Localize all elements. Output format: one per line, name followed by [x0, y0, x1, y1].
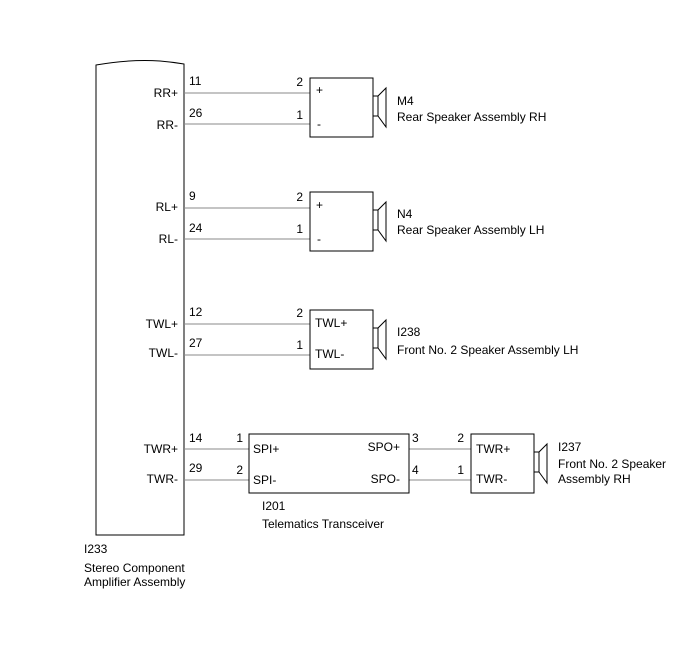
amplifier-pins: RR+ 11 RR- 26 RL+ 9 RL- 24 TWL+ 12 TWL- …	[144, 74, 203, 486]
transceiver-in-bottom-number: 2	[236, 463, 243, 477]
transceiver-out-bottom-label: SPO-	[371, 472, 400, 486]
speaker-i238-magnet	[372, 327, 379, 349]
transceiver-out-top-label: SPO+	[368, 440, 400, 454]
transceiver-out-bottom-number: 4	[412, 463, 419, 477]
speaker-i238: 2 TWL+ 1 TWL- I238 Front No. 2 Speaker A…	[296, 306, 578, 370]
speaker-m4-cone-icon	[377, 86, 387, 129]
speaker-m4: 2 + 1 - M4 Rear Speaker Assembly RH	[296, 75, 546, 138]
transceiver-in-top-number: 1	[236, 431, 243, 445]
amp-pin-label-rl-plus: RL+	[156, 200, 178, 214]
speaker-i238-connector	[309, 309, 374, 370]
speaker-n4: 2 + 1 - N4 Rear Speaker Assembly LH	[296, 190, 544, 252]
speaker-i237-code: I237	[558, 440, 582, 454]
transceiver-in-bottom-label: SPI-	[253, 473, 276, 487]
transceiver-name: Telematics Transceiver	[262, 517, 384, 531]
speaker-m4-pin-bottom-label: -	[317, 117, 321, 131]
amp-pin-number-rr-plus: 11	[189, 74, 202, 88]
speaker-m4-pin-top-number: 2	[296, 75, 303, 89]
speaker-i238-pin-top-number: 2	[296, 306, 303, 320]
amplifier-body	[95, 60, 185, 536]
speaker-i237-name-line2: Assembly RH	[558, 472, 631, 486]
speaker-i237-connector	[470, 433, 535, 494]
amp-pin-number-twr-minus: 29	[189, 461, 203, 475]
speaker-n4-connector	[309, 191, 374, 252]
amp-pin-number-twl-minus: 27	[189, 336, 203, 350]
amp-pin-label-rl-minus: RL-	[159, 232, 178, 246]
speaker-i237: 2 TWR+ 1 TWR- I237 Front No. 2 Speaker A…	[457, 431, 666, 494]
speaker-i237-pin-top-label: TWR+	[476, 442, 510, 456]
speaker-n4-code: N4	[397, 207, 413, 221]
amplifier-name-line2: Amplifier Assembly	[84, 575, 185, 589]
speaker-i237-cone-icon	[538, 442, 548, 485]
speaker-i237-pin-bottom-number: 1	[457, 463, 464, 477]
speaker-n4-name: Rear Speaker Assembly LH	[397, 223, 544, 237]
amp-pin-number-rl-minus: 24	[189, 221, 203, 235]
wires	[184, 92, 471, 481]
speaker-n4-cone-icon	[377, 200, 387, 243]
speaker-m4-pin-bottom-number: 1	[296, 108, 303, 122]
speaker-m4-connector	[309, 77, 374, 138]
amplifier-unit: I233 Stereo Component Amplifier Assembly	[84, 60, 185, 589]
speaker-i238-pin-bottom-number: 1	[296, 338, 303, 352]
amp-pin-number-twl-plus: 12	[189, 305, 203, 319]
speaker-n4-pin-bottom-number: 1	[296, 222, 303, 236]
speaker-i237-pin-top-number: 2	[457, 431, 464, 445]
amp-pin-number-rl-plus: 9	[189, 189, 196, 203]
transceiver-body	[248, 433, 410, 494]
amp-pin-label-rr-plus: RR+	[154, 86, 178, 100]
speaker-i237-name-line1: Front No. 2 Speaker	[558, 457, 666, 471]
speaker-i238-pin-top-label: TWL+	[315, 316, 347, 330]
speaker-i237-pin-bottom-label: TWR-	[476, 472, 507, 486]
transceiver-code: I201	[262, 499, 286, 513]
speaker-i238-cone-icon	[377, 318, 387, 361]
speaker-i237-magnet	[533, 451, 540, 473]
speaker-n4-pin-top-label: +	[316, 198, 323, 212]
speaker-i238-name: Front No. 2 Speaker Assembly LH	[397, 343, 578, 357]
amp-pin-label-rr-minus: RR-	[157, 118, 178, 132]
amp-pin-number-rr-minus: 26	[189, 106, 203, 120]
speaker-n4-pin-bottom-label: -	[317, 232, 321, 246]
amp-pin-number-twr-plus: 14	[189, 431, 203, 445]
amp-pin-label-twl-plus: TWL+	[146, 317, 178, 331]
amplifier-name-line1: Stereo Component	[84, 561, 185, 575]
telematics-transceiver: 1 SPI+ 2 SPI- 3 SPO+ 4 SPO- I201 Telemat…	[236, 431, 419, 531]
transceiver-in-top-label: SPI+	[253, 442, 279, 456]
amp-pin-label-twr-minus: TWR-	[147, 472, 178, 486]
speaker-n4-magnet	[372, 209, 379, 231]
transceiver-out-top-number: 3	[412, 431, 419, 445]
speaker-n4-pin-top-number: 2	[296, 190, 303, 204]
amplifier-code: I233	[84, 542, 108, 556]
speaker-m4-magnet	[372, 95, 379, 117]
speaker-i238-pin-bottom-label: TWL-	[315, 347, 344, 361]
speaker-i238-code: I238	[397, 325, 421, 339]
speaker-m4-name: Rear Speaker Assembly RH	[397, 110, 546, 124]
amp-pin-label-twl-minus: TWL-	[149, 346, 178, 360]
amp-pin-label-twr-plus: TWR+	[144, 442, 178, 456]
speaker-m4-pin-top-label: +	[316, 83, 323, 97]
speaker-m4-code: M4	[397, 94, 414, 108]
